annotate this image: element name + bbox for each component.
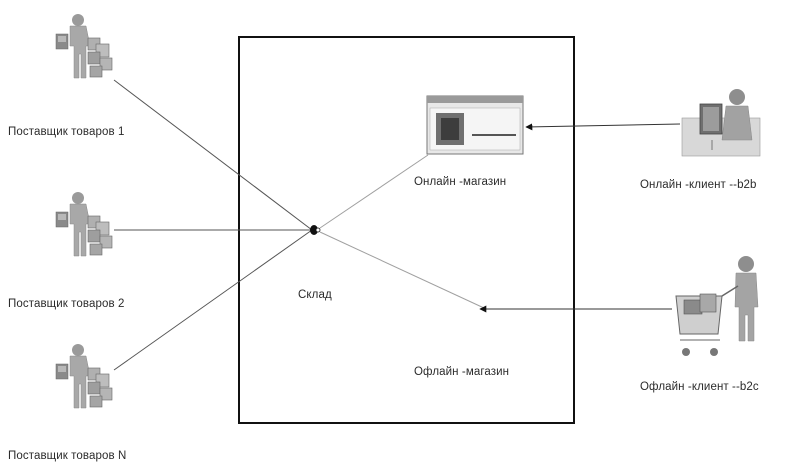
warehouse-offline-link [319,231,485,309]
offline-store-label: Офлайн -магазин [414,366,510,378]
online-store-label: Онлайн -магазин [414,176,507,188]
online-client-label: Онлайн -клиент --b2b [640,179,757,191]
supplier-1-link [113,79,313,231]
warehouse-hub-icon [310,225,321,235]
supplier-1-label: Поставщик товаров 1 [8,126,125,138]
offline-client-label: Офлайн -клиент --b2c [640,381,759,393]
web-store-window-icon [426,95,524,155]
supplier-n-link [113,229,313,371]
supplier-1-icon [55,13,113,79]
person-with-shopping-cart-icon [675,256,759,356]
supplier-n-icon [55,343,113,409]
warehouse-online-link [319,154,429,229]
supplier-2-label: Поставщик товаров 2 [8,298,125,310]
person-at-computer-icon [681,89,761,157]
supplier-2-icon [55,191,113,257]
supplier-n-label: Поставщик товаров N [8,450,127,462]
warehouse-label: Склад [298,289,332,301]
online-client-arrow [525,123,681,131]
